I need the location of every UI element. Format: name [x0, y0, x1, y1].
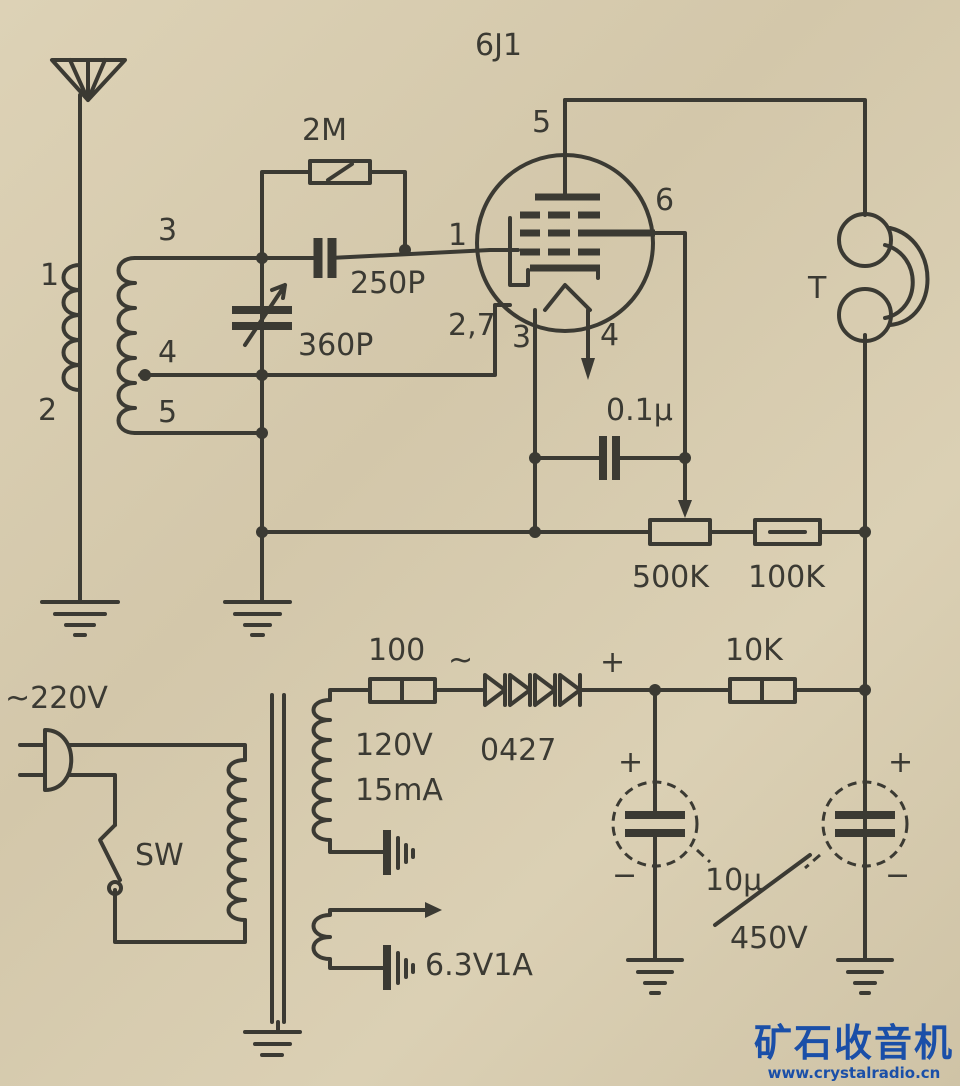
heater-winding: [311, 902, 442, 990]
series-resistor-100: [368, 677, 484, 704]
l1-pin2-label: 2: [38, 393, 57, 428]
heater-label: 6.3V1A: [425, 948, 533, 983]
mains-plug: [18, 728, 74, 792]
l2-tap3-label: 3: [158, 213, 177, 248]
resistor-100k: [753, 518, 822, 546]
l2-tap5-label: 5: [158, 395, 177, 430]
cap1-minus-label: −: [612, 858, 637, 893]
tube-pin3-label: 3: [512, 320, 531, 355]
tube-pin6-label: 6: [655, 183, 674, 218]
bypass-cap-label: 0.1μ: [606, 393, 673, 428]
headphones-t: [837, 212, 930, 343]
watermark-url: www.crystalradio.cn: [767, 1064, 941, 1082]
cap2-minus-label: −: [885, 858, 910, 893]
tube-pin4-label: 4: [600, 318, 619, 353]
filter-resistor-10k: [728, 677, 797, 704]
tube-pin5-label: 5: [532, 105, 551, 140]
ac-symbol: ~: [448, 643, 473, 678]
filter-capacitor-2: [821, 780, 909, 995]
tuning-cap-label: 360P: [298, 328, 373, 363]
variable-capacitor-360p: [232, 283, 292, 347]
vacuum-tube-6j1: [475, 98, 655, 534]
bypass-capacitor-0-1u: [533, 436, 687, 480]
transformer-primary: [226, 758, 247, 922]
grid-cap-label: 250P: [350, 266, 425, 301]
tube-pin1-label: 1: [448, 218, 467, 253]
dc-plus-label: +: [600, 645, 625, 680]
ground-symbol-antenna: [40, 600, 120, 637]
watermark-name: 矿石收音机: [753, 1021, 954, 1065]
resistor-100k-label: 100K: [748, 560, 826, 595]
headphones-label: T: [807, 271, 827, 306]
mains-label: ~220V: [5, 681, 108, 716]
secondary-current-label: 15mA: [355, 773, 443, 808]
antenna-symbol: [50, 58, 127, 602]
regeneration-potentiometer-500k[interactable]: [648, 500, 712, 546]
switch-label: SW: [135, 838, 184, 873]
power-switch-sw[interactable]: [98, 823, 123, 896]
ground-symbol-tuning: [223, 600, 292, 637]
series-resistor-label: 100: [368, 633, 425, 668]
tube-title: 6J1: [475, 28, 522, 63]
tube-pin27-label: 2,7: [448, 308, 496, 343]
secondary-voltage-label: 120V: [355, 728, 433, 763]
transformer-core: [243, 693, 302, 1057]
filter-cap-value-label: 10μ: [705, 863, 762, 898]
diode-label: 0427: [480, 733, 556, 768]
grid-leak-resistor-2m: [308, 159, 372, 185]
l2-tap4-label: 4: [158, 335, 177, 370]
l1-pin1-label: 1: [40, 258, 59, 293]
filter-capacitor-1: [611, 688, 699, 995]
watermark-logo: 矿石收音机 www.crystalradio.cn: [754, 1022, 954, 1082]
grid-resistor-label: 2M: [302, 113, 347, 148]
antenna-coil-l1: [61, 263, 82, 392]
cap1-plus-label: +: [618, 745, 643, 780]
filter-resistor-label: 10K: [725, 633, 784, 668]
pot-label: 500K: [632, 560, 710, 595]
rectifier-diodes-0427: [483, 673, 867, 707]
transformer-secondary-hv: [311, 688, 415, 875]
grid-capacitor-250p: [313, 238, 337, 278]
cap2-plus-label: +: [888, 745, 913, 780]
filter-cap-voltage-label: 450V: [730, 921, 808, 956]
tuning-coil-l2: [116, 256, 512, 435]
